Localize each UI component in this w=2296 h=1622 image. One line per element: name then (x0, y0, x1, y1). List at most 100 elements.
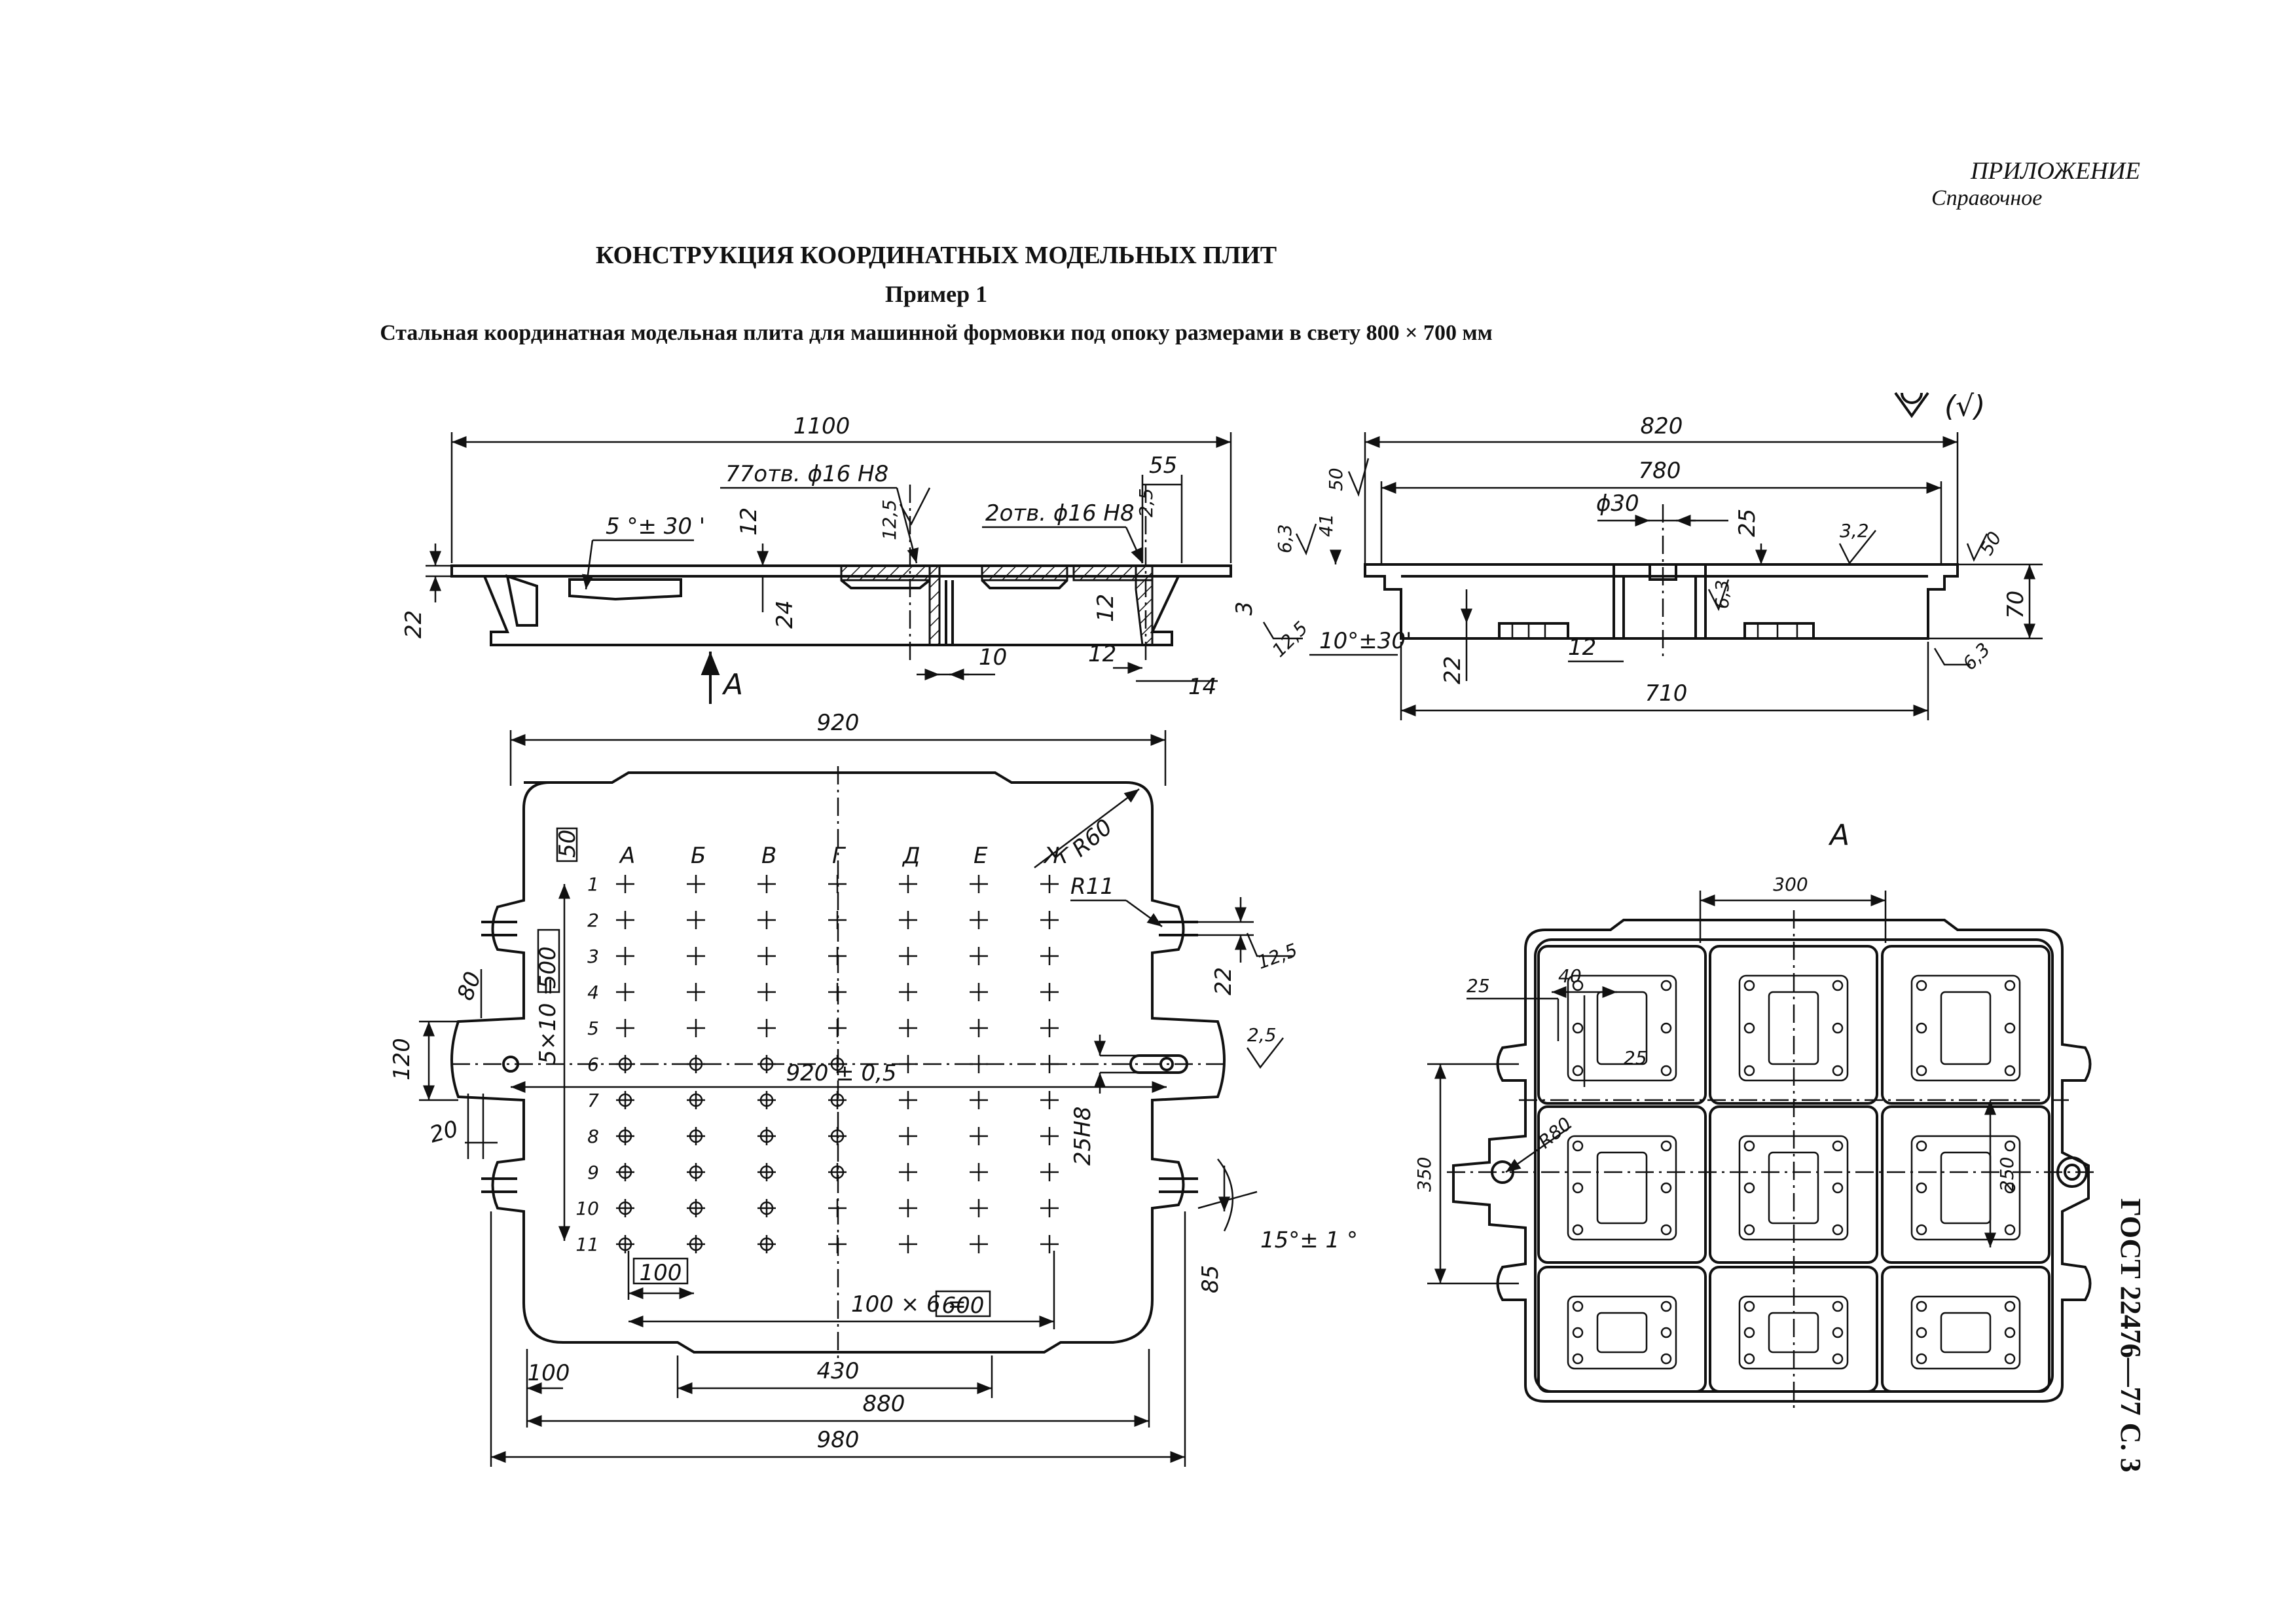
grid-cross (1040, 1199, 1059, 1217)
view-a-hole (1916, 1224, 1927, 1236)
grid-cross (757, 983, 776, 1001)
rough-3-2: 3,2 (1840, 520, 1869, 542)
dim-24: 24 (772, 600, 798, 629)
grid-row-label: 8 (587, 1126, 599, 1147)
appendix-label: ПРИЛОЖЕНИЕ (1971, 158, 2140, 185)
dim-pitch-h: 100 × 6 = (851, 1291, 966, 1318)
view-a-pocket (1910, 974, 2021, 1082)
grid-cross (970, 1199, 988, 1217)
view-a-hole (2004, 1300, 2016, 1312)
holes-label-77: 77отв. ϕ16 H8 (725, 461, 888, 487)
dim-300: 300 (1773, 874, 1808, 895)
view-a-hole (1916, 1022, 1927, 1034)
dim-430: 430 (817, 1358, 860, 1384)
view-a-hole (1832, 1065, 1844, 1077)
grid-row-label: 6 (587, 1054, 599, 1075)
grid-row-label: 9 (587, 1162, 599, 1183)
dim-angle-10: 10°±30' (1319, 628, 1412, 654)
grid-cross (899, 1199, 917, 1217)
dim-22-plan: 22 (1211, 967, 1237, 995)
view-a-hole (2004, 1327, 2016, 1338)
grid-hole (618, 1201, 632, 1215)
grid-cross (899, 1163, 917, 1181)
view-a-cell (1537, 1105, 1707, 1264)
grid-row-label: 7 (587, 1090, 599, 1111)
view-a-hole (1660, 980, 1672, 991)
grid-hole (618, 1093, 632, 1107)
grid-cross (616, 983, 634, 1001)
dim-780: 780 (1639, 458, 1681, 484)
view-a-hole (2004, 1140, 2016, 1152)
view-a-pocket (1567, 974, 1677, 1082)
grid-cross (1040, 1091, 1059, 1109)
roughness-symbol: (√) (1944, 390, 1985, 423)
view-a-hole (2004, 1224, 2016, 1236)
rough-6-3a: 6,3 (1274, 524, 1296, 553)
view-a-outline (1452, 919, 2092, 1403)
view-a-hole (1660, 1182, 1672, 1194)
side-pad (1743, 622, 1815, 640)
view-a-hole (1916, 1300, 1927, 1312)
grid-hole (759, 1129, 774, 1143)
view-a-hole (1572, 1327, 1584, 1338)
page-title: КОНСТРУКЦИЯ КООРДИНАТНЫХ МОДЕЛЬНЫХ ПЛИТ (595, 242, 1277, 269)
grid-row-label: 4 (587, 982, 599, 1003)
grid-cross (1040, 1163, 1059, 1181)
view-a-hole (1743, 1182, 1755, 1194)
grid-hole (830, 1129, 845, 1143)
side-view: 820 780 ϕ30 50 41 6,3 6,3 6,3 3 12,5 10°… (1231, 390, 2043, 720)
dim-12b: 12 (1088, 641, 1116, 667)
grid-cross (757, 875, 776, 893)
dim-100b: 100 (528, 1360, 570, 1386)
dim-14: 14 (1188, 674, 1216, 700)
view-a-hole (1916, 1327, 1927, 1338)
dim-20: 20 (427, 1116, 461, 1149)
view-a-hole (1743, 1327, 1755, 1338)
view-a-hole (1916, 1065, 1927, 1077)
view-a: A 300 25 40 25 R80 350 (1413, 819, 2095, 1408)
dim-12c: 12 (1093, 594, 1119, 622)
dim-22-side: 22 (1440, 656, 1466, 684)
rough-6-3c: 6,3 (1959, 638, 1995, 674)
dim-12a: 12 (736, 507, 762, 536)
dim-3: 3 (1231, 601, 1258, 616)
grid-cross (828, 1019, 847, 1037)
grid-cross (1040, 1127, 1059, 1145)
dim-r11: R11 (1070, 874, 1114, 900)
grid-cross (899, 1091, 917, 1109)
dim-angle-5: 5 °± 30 ' (606, 513, 705, 540)
grid-cross (970, 1019, 988, 1037)
view-a-hole (1743, 1022, 1755, 1034)
view-a-pocket (1910, 1295, 2021, 1370)
dim-r80: R80 (1534, 1113, 1575, 1153)
grid-hole (689, 1129, 703, 1143)
grid-cross (899, 947, 917, 965)
rough-6-3b: 6,3 (1711, 580, 1733, 609)
grid-hole (759, 1093, 774, 1107)
grid-cross (616, 1019, 634, 1037)
rough-50b: 50 (1975, 528, 2005, 559)
view-a-hole (1743, 1065, 1755, 1077)
view-a-cell (1537, 1266, 1707, 1393)
view-a-hole (1572, 1065, 1584, 1077)
grid-row-label: 1 (587, 874, 599, 895)
dim-12-side: 12 (1568, 635, 1596, 661)
view-a-pocket (1567, 1295, 1677, 1370)
grid-hole (830, 1093, 845, 1107)
grid-column-label: А (619, 843, 635, 869)
grid-cross (899, 1127, 917, 1145)
grid-hole (689, 1093, 703, 1107)
dim-phi30: ϕ30 (1596, 490, 1639, 517)
view-a-hole (2004, 980, 2016, 991)
hatch-web (1135, 564, 1154, 646)
dim-100-box: 100 (640, 1260, 682, 1286)
grid-column-label: Ж (1043, 843, 1069, 869)
view-a-hole (2004, 1065, 2016, 1077)
grid-cross (828, 1199, 847, 1217)
grid-cross (970, 1091, 988, 1109)
dim-880: 880 (863, 1391, 905, 1417)
dim-920-tol: 920 ± 0,5 (786, 1060, 896, 1086)
dim-2-5: 2,5 (1135, 488, 1157, 517)
subtitle: Стальная координатная модельная плита дл… (380, 321, 1493, 345)
